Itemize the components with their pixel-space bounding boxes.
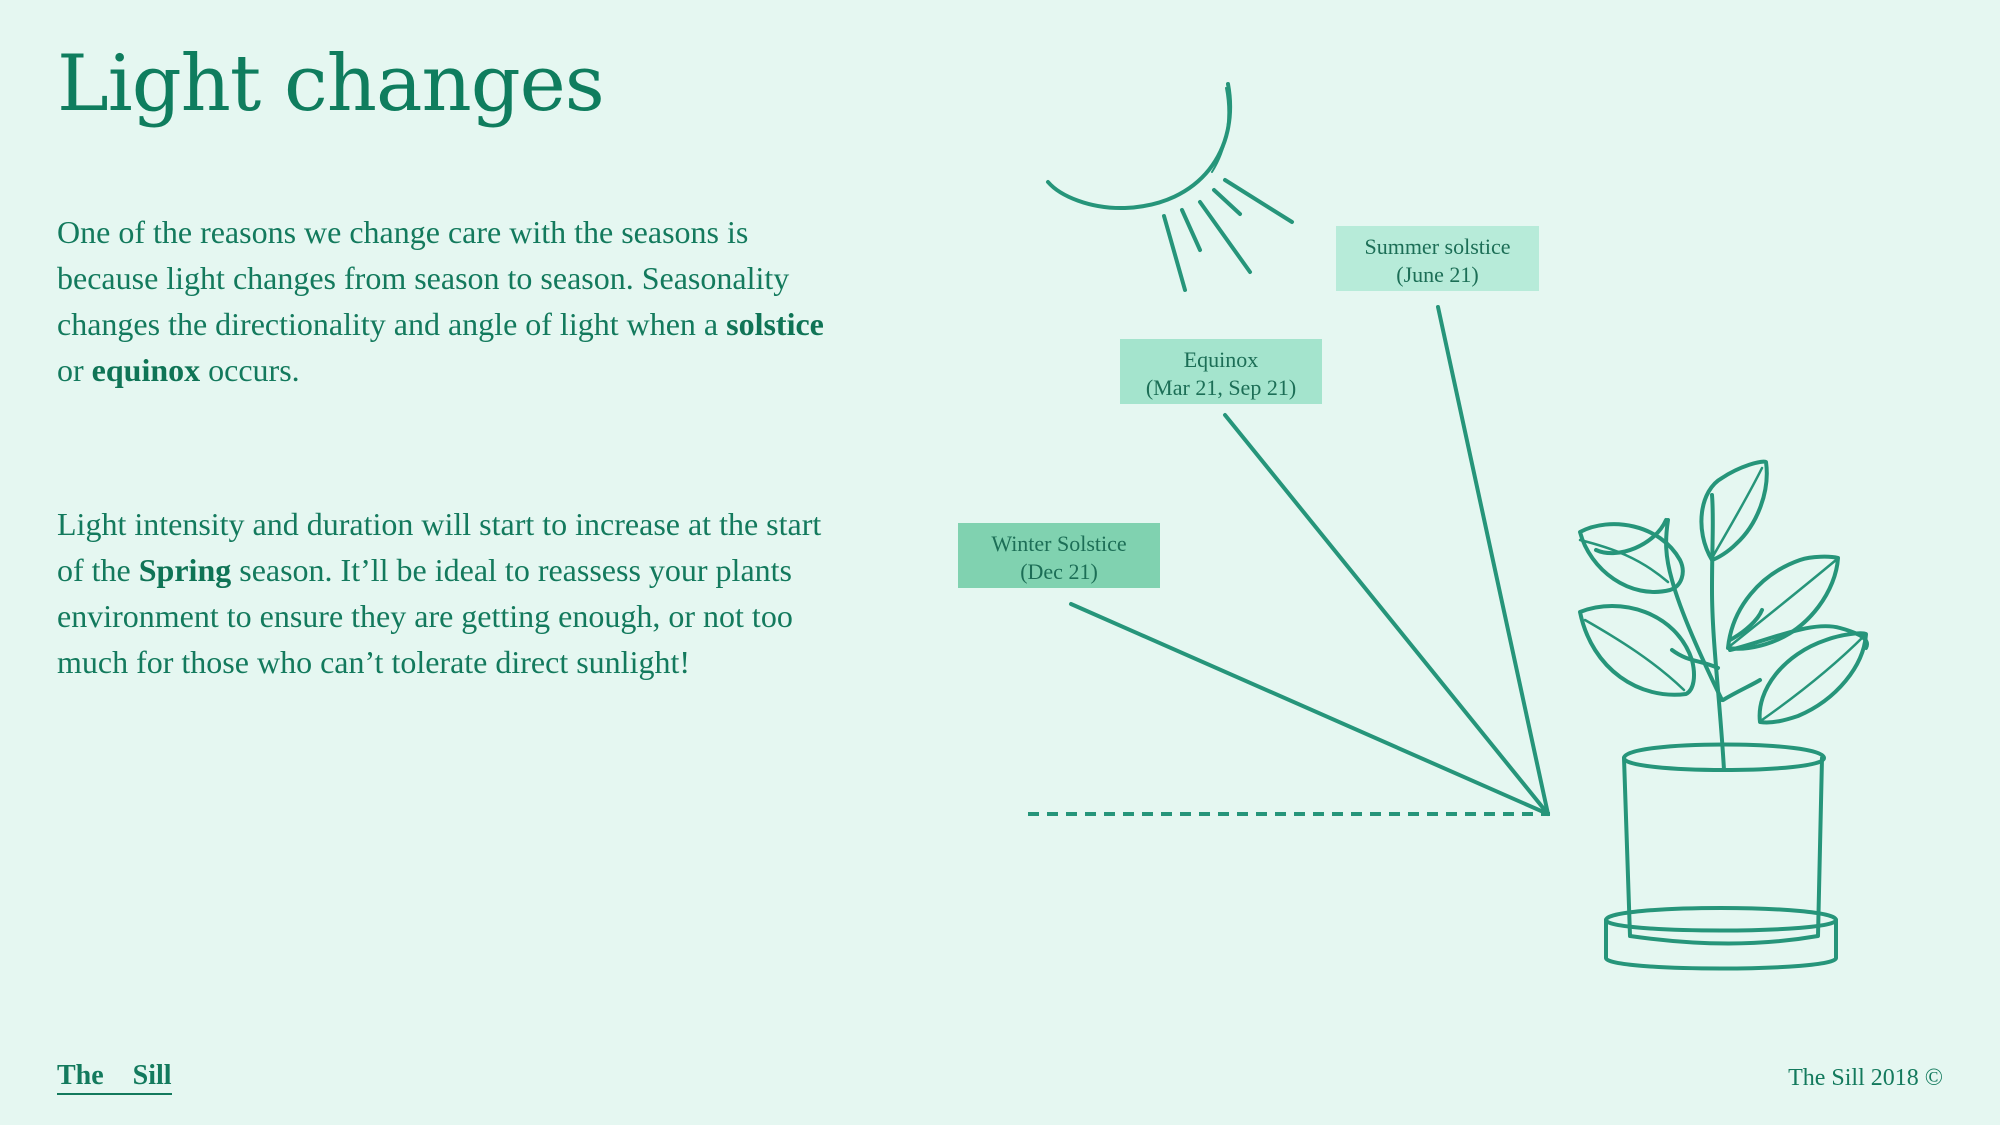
brand-logo-link[interactable]: The Sill — [57, 1060, 172, 1095]
summer-solstice-label: Summer solstice (June 21) — [1336, 226, 1539, 291]
potted-plant-icon — [1578, 459, 1869, 971]
copyright-text: The Sill 2018 © — [1788, 1065, 1943, 1091]
winter-ray — [1069, 602, 1550, 816]
sun-icon — [1046, 82, 1294, 292]
equinox-label: Equinox (Mar 21, Sep 21) — [1120, 339, 1322, 404]
summer-ray — [1436, 305, 1550, 816]
term-solstice: solstice — [726, 306, 824, 342]
page-title: Light changes — [57, 39, 605, 129]
spring-paragraph: Light intensity and duration will start … — [57, 506, 822, 680]
term-equinox: equinox — [91, 352, 201, 388]
intro-paragraph: One of the reasons we change care with t… — [57, 214, 824, 388]
term-spring: Spring — [138, 552, 232, 588]
equinox-ray — [1223, 413, 1550, 816]
light-rays — [1069, 305, 1550, 816]
winter-solstice-label: Winter Solstice (Dec 21) — [958, 523, 1160, 588]
